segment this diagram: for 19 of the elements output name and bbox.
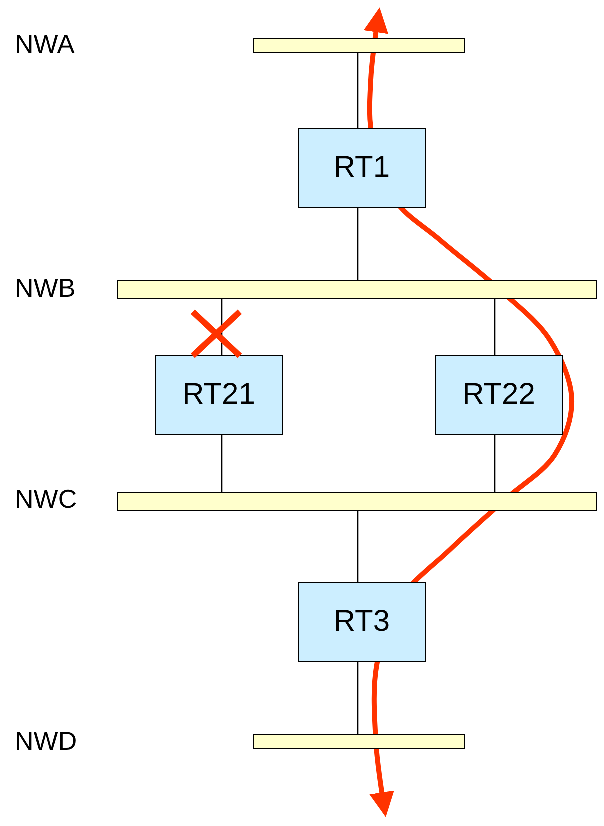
- network-label: NWB: [15, 273, 76, 304]
- connector-line: [357, 662, 359, 734]
- network-label: NWC: [15, 484, 78, 515]
- connector-line: [357, 511, 359, 582]
- router-box: RT22: [435, 355, 563, 435]
- router-box: RT3: [298, 582, 426, 662]
- network-bar: [253, 38, 465, 53]
- connector-line: [357, 53, 359, 128]
- network-bar: [117, 492, 597, 511]
- network-label: NWA: [15, 29, 75, 60]
- connector-line: [494, 299, 496, 355]
- router-box: RT1: [298, 128, 426, 208]
- connector-line: [494, 435, 496, 492]
- router-box: RT21: [155, 355, 283, 435]
- network-bar: [117, 280, 597, 299]
- connector-line: [357, 208, 359, 280]
- network-bar: [253, 734, 465, 749]
- connector-line: [221, 435, 223, 492]
- network-label: NWD: [15, 726, 78, 757]
